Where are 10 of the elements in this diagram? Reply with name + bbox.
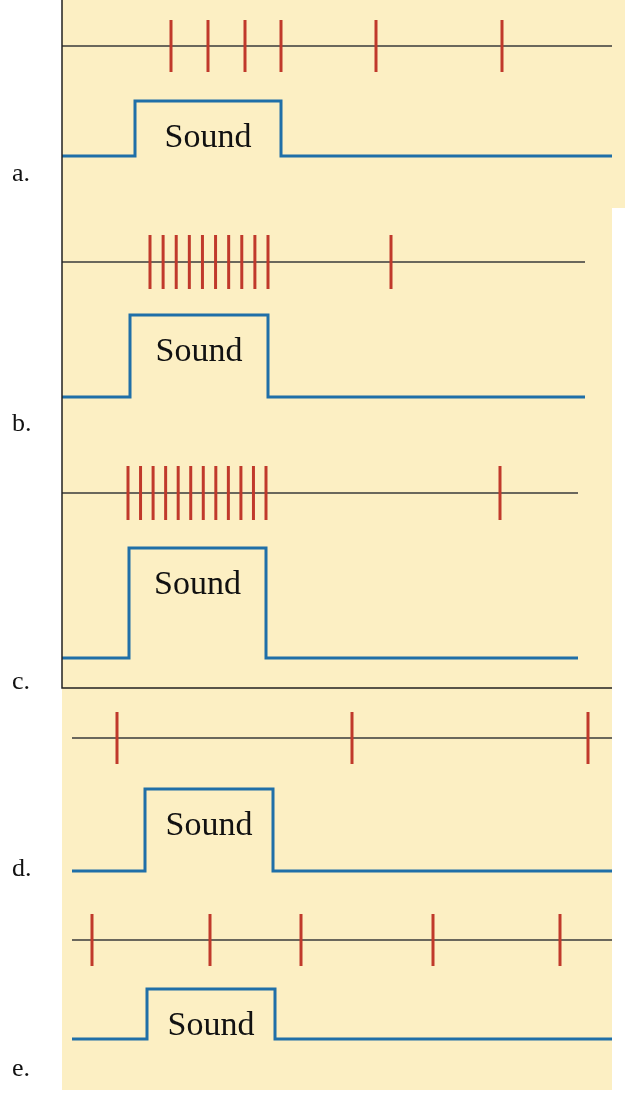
panel-letter: d. bbox=[12, 855, 32, 881]
panel-letter: a. bbox=[12, 160, 31, 186]
stimulus-label: Sound bbox=[164, 119, 252, 153]
panel-letter: b. bbox=[12, 410, 32, 436]
stimulus-label: Sound bbox=[154, 566, 241, 600]
stimulus-label: Sound bbox=[167, 1007, 255, 1041]
panel-letter: c. bbox=[12, 668, 31, 694]
panel-letter: e. bbox=[12, 1055, 31, 1081]
stimulus-label: Sound bbox=[165, 807, 253, 841]
stimulus-label: Sound bbox=[155, 333, 243, 367]
